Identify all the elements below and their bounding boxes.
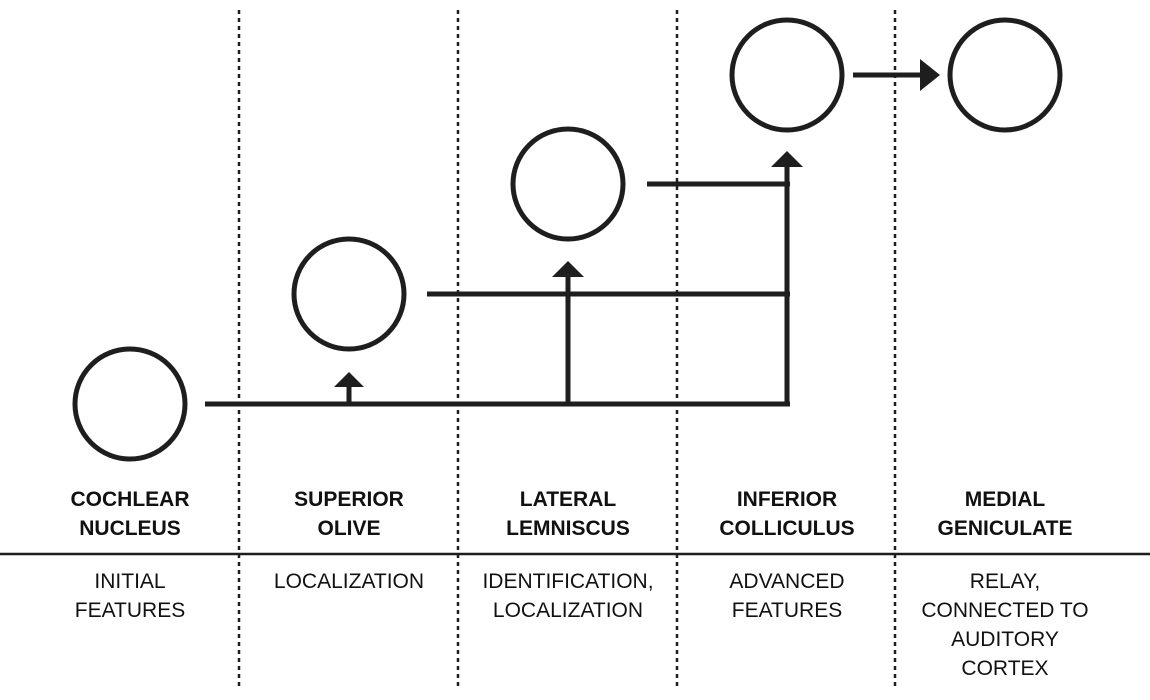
stage-name-line: SUPERIOR xyxy=(294,488,404,511)
connection-lines xyxy=(205,72,922,407)
arrowhead-lateral-lemniscus xyxy=(552,261,584,277)
stage-names: COCHLEAR NUCLEUS SUPERIOR OLIVE LATERAL … xyxy=(71,488,1073,540)
node-inferior-colliculus xyxy=(729,17,845,133)
arrowheads xyxy=(334,59,940,387)
stage-name-line: OLIVE xyxy=(317,517,380,540)
stage-role-line: IDENTIFICATION, xyxy=(482,570,653,593)
arrowhead-inferior-colliculus xyxy=(771,151,803,167)
stage-role-line: ADVANCED xyxy=(729,570,844,593)
stage-role-line: AUDITORY xyxy=(951,628,1059,651)
stage-name-line: COLLICULUS xyxy=(719,517,854,540)
stage-role-line: INITIAL xyxy=(94,570,165,593)
stage-role-line: LOCALIZATION xyxy=(493,599,643,622)
stage-name-line: GENICULATE xyxy=(938,517,1073,540)
node-cochlear-nucleus xyxy=(72,346,188,462)
stage-role-line: CONNECTED TO xyxy=(921,599,1088,622)
stage-role-line: FEATURES xyxy=(732,599,842,622)
nucleus-nodes xyxy=(72,17,1063,462)
stage-role-line: CORTEX xyxy=(961,657,1048,680)
column-dividers xyxy=(237,10,897,690)
stage-name-line: COCHLEAR xyxy=(71,488,190,511)
stage-name-line: INFERIOR xyxy=(737,488,837,511)
stage-name-line: LEMNISCUS xyxy=(506,517,630,540)
node-medial-geniculate xyxy=(947,17,1063,133)
node-superior-olive xyxy=(291,236,407,352)
arrowhead-medial-geniculate xyxy=(920,59,940,91)
arrowhead-superior-olive xyxy=(334,372,364,387)
stage-role-line: RELAY, xyxy=(970,570,1040,593)
stage-name-line: MEDIAL xyxy=(965,488,1046,511)
stage-role-line: FEATURES xyxy=(75,599,185,622)
stage-roles: INITIAL FEATURES LOCALIZATION IDENTIFICA… xyxy=(75,570,1089,680)
stage-name-line: LATERAL xyxy=(520,488,617,511)
node-lateral-lemniscus xyxy=(510,126,626,242)
stage-role-line: LOCALIZATION xyxy=(274,570,424,593)
stage-name-line: NUCLEUS xyxy=(79,517,181,540)
